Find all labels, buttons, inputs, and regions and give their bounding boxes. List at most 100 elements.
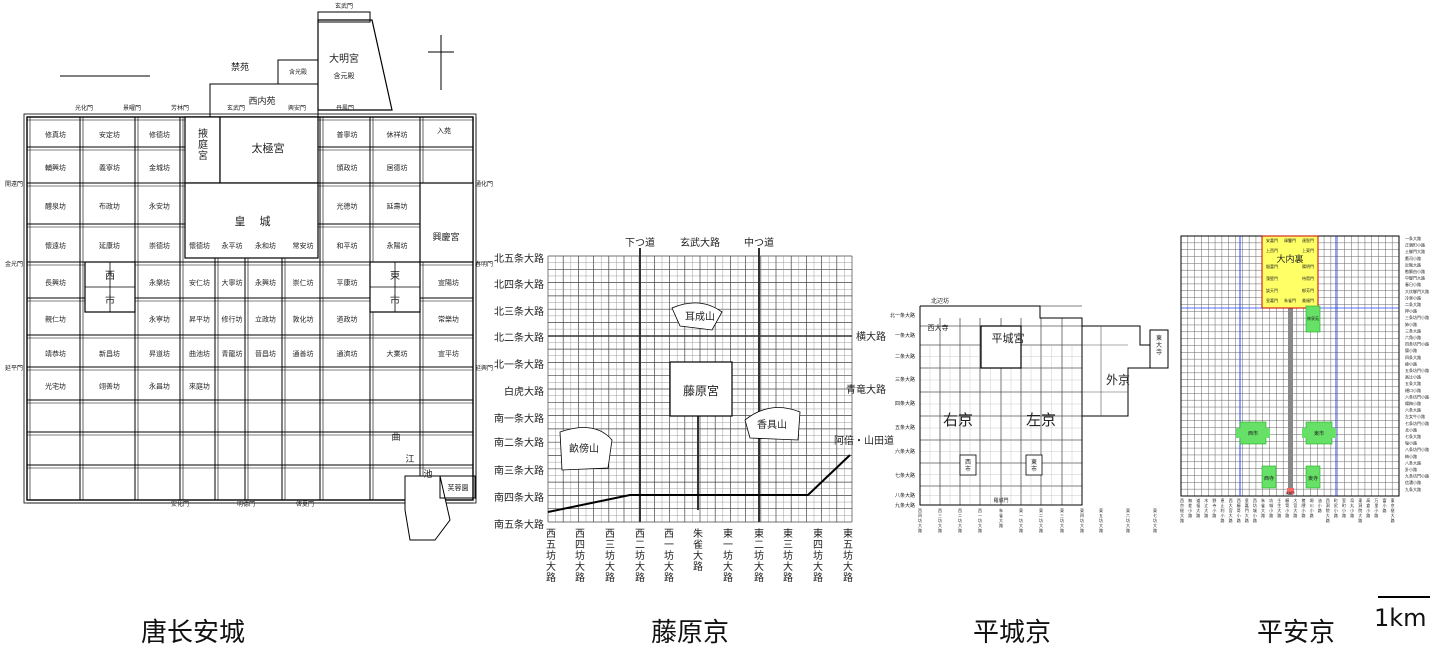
vertical-char: 路 — [1221, 517, 1225, 523]
gate-label: 上東門 — [1302, 247, 1314, 253]
vertical-char: 西 — [1326, 498, 1330, 503]
row-road-label: 梅小路 — [1405, 453, 1417, 459]
vertical-char: 路 — [1285, 512, 1289, 518]
vertical-char: 富 — [1383, 497, 1387, 503]
vertical-char: 一 — [664, 540, 674, 551]
vertical-char: 七 — [1153, 512, 1157, 518]
vertical-char: 恵 — [1221, 497, 1225, 503]
vertical-char: 大 — [1277, 507, 1281, 513]
ward-label: 布政坊 — [99, 202, 120, 211]
vertical-char: 大 — [635, 560, 645, 573]
gate-label: 延平門 — [5, 364, 23, 372]
ward-label: 懷遠坊 — [45, 241, 66, 250]
vertical-char: 一 — [1019, 513, 1023, 518]
vertical-char: 路 — [958, 527, 962, 533]
vertical-char: 五 — [1099, 513, 1103, 518]
vertical-char: 京 — [1391, 502, 1395, 508]
east-market-label: 東市 — [1314, 430, 1324, 437]
vertical-char: 坊 — [1099, 517, 1103, 523]
vertical-char: 笥 — [1237, 507, 1241, 513]
vertical-char: 笥 — [1285, 502, 1289, 508]
vertical-char: 町 — [1342, 503, 1346, 508]
vertical-char: 路 — [999, 522, 1003, 528]
vertical-char: 大 — [1204, 507, 1208, 513]
vertical-char: 小 — [1302, 507, 1306, 513]
vertical-char: 六 — [1126, 512, 1130, 518]
vertical-char: 一 — [978, 513, 982, 518]
row-road-label: 信濃小路 — [1405, 479, 1421, 485]
ward-label: 光德坊 — [337, 202, 358, 211]
left-road-label: 南二条大路 — [494, 436, 544, 449]
vertical-char: 西 — [605, 529, 615, 540]
ward-label: 大寧坊 — [222, 278, 243, 287]
changan-map: 修真坊安定坊修德坊普寧坊休祥坊輔興坊義寧坊金城坊頒政坊居德坊醴泉坊布政坊永安坊光… — [5, 2, 493, 541]
vertical-char: 寺 — [1156, 348, 1162, 356]
saidaiji-label: 西大寺 — [928, 323, 949, 332]
vertical-char: 大 — [843, 560, 853, 573]
vertical-char: 大 — [1326, 512, 1330, 518]
ward-label: 青龍坊 — [222, 349, 243, 358]
row-road-label: 一条大路 — [895, 332, 915, 339]
hanyuan-label: 含元殿 — [334, 71, 355, 80]
vertical-char: 東 — [813, 527, 823, 540]
vertical-char: 大 — [664, 560, 674, 573]
gate-label: 上西門 — [1266, 247, 1278, 253]
vertical-char: 大 — [1293, 497, 1297, 503]
vertical-char: 大 — [754, 560, 764, 573]
left-road-label: 北五条大路 — [494, 252, 544, 265]
vertical-char: 坊 — [918, 517, 922, 523]
vertical-char: 路 — [1188, 512, 1192, 518]
vertical-char: 洞 — [1358, 502, 1362, 508]
vertical-char: 庭 — [198, 138, 208, 151]
yeting-palace-label: 掖庭宮 — [198, 127, 208, 162]
hokuhen-label: 北辺坊 — [931, 297, 949, 305]
vertical-char: 西 — [575, 529, 585, 540]
vertical-char: 路 — [813, 571, 823, 584]
row-road-label: 左女牛小路 — [1405, 413, 1425, 419]
vertical-char: 路 — [1204, 512, 1208, 518]
ward-label: 永和坊 — [255, 241, 276, 250]
vertical-char: 東 — [843, 527, 853, 540]
vertical-char: 祖 — [1196, 502, 1200, 508]
vertical-char: 朱 — [999, 507, 1003, 513]
daming-palace — [317, 19, 393, 111]
vertical-char: 大 — [1391, 512, 1395, 518]
vertical-char: 西 — [938, 508, 942, 513]
vertical-char: 生 — [1277, 502, 1281, 508]
vertical-char: 坊 — [1080, 517, 1084, 523]
east-market-label: 東市 — [1031, 458, 1037, 473]
vertical-char: 野 — [1212, 497, 1216, 503]
gate-label: 安嘉門 — [1266, 237, 1278, 243]
vertical-char: 路 — [918, 527, 922, 533]
todaiji — [1149, 329, 1169, 369]
row-road-label: 三条大路 — [1405, 327, 1421, 333]
row-road-label: 土御門大路 — [1405, 248, 1425, 254]
row-road-label: 近衛大路 — [1405, 261, 1421, 267]
caption-heijo: 平城京 — [972, 618, 1052, 648]
ward-label: 頒政坊 — [337, 163, 358, 172]
vertical-char: 坊 — [754, 549, 764, 562]
vertical-char: 西 — [978, 508, 982, 513]
row-road-label: 九条大路 — [895, 502, 915, 509]
vertical-char: 尻 — [1334, 503, 1338, 508]
ward-label: 常安坊 — [293, 241, 314, 250]
ward-label: 昇平坊 — [189, 315, 210, 324]
vertical-char: 路 — [1019, 527, 1023, 533]
miminashi-mountain — [671, 302, 723, 331]
row-road-label: 勘解由小路 — [1405, 268, 1425, 274]
row-road-label: 大炊御門大路 — [1405, 288, 1429, 294]
vertical-char: 大 — [1080, 522, 1084, 528]
ward-label: 永陽坊 — [387, 241, 408, 250]
vertical-char: 坊 — [1126, 517, 1130, 523]
col-road-label: 油小路 — [1318, 497, 1322, 513]
vertical-char: 路 — [1080, 527, 1084, 533]
